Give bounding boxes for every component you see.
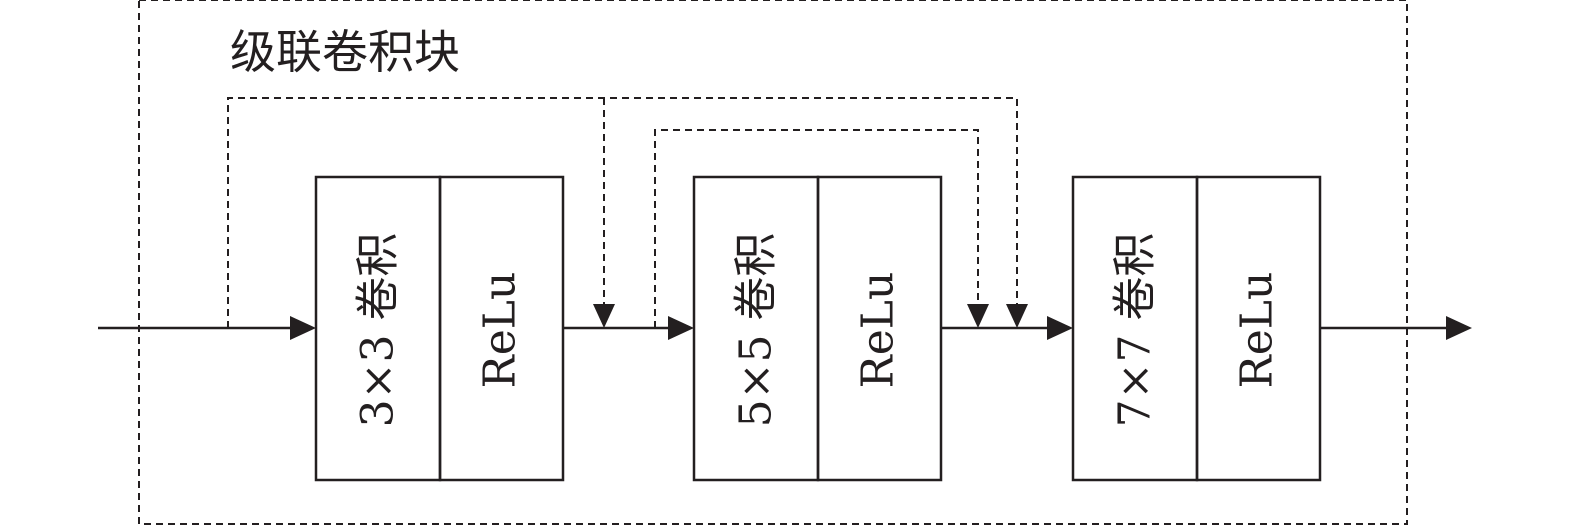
connector-arrowhead-2 bbox=[1047, 316, 1073, 340]
conv-block-2: 5×5 卷积 ReLu bbox=[692, 175, 943, 482]
input-arrowhead bbox=[290, 316, 316, 340]
skip-connection-outer bbox=[227, 97, 1018, 328]
relu-cell-3 bbox=[1195, 175, 1322, 482]
skip-arrowhead-3 bbox=[1006, 304, 1028, 328]
conv-label-3: 7×7 卷积 bbox=[1110, 233, 1161, 428]
relu-label-2: ReLu bbox=[853, 272, 904, 389]
skip-connection-inner bbox=[654, 129, 979, 328]
skip-arrowhead-2 bbox=[967, 304, 989, 328]
relu-label-1: ReLu bbox=[475, 272, 526, 389]
connector-arrowhead-1 bbox=[668, 316, 694, 340]
relu-label-3: ReLu bbox=[1232, 272, 1283, 389]
conv-block-1: 3×3 卷积 ReLu bbox=[314, 175, 565, 482]
conv-label-1: 3×3 卷积 bbox=[353, 233, 404, 428]
conv-block-3: 7×7 卷积 ReLu bbox=[1071, 175, 1322, 482]
cascaded-block-container bbox=[138, 0, 1408, 525]
conv-label-2: 5×5 卷积 bbox=[731, 233, 782, 428]
container-title: 级联卷积块 bbox=[230, 25, 460, 79]
skip-arrowhead-1 bbox=[593, 304, 615, 328]
relu-cell-2 bbox=[816, 175, 943, 482]
relu-cell-1 bbox=[438, 175, 565, 482]
output-arrowhead bbox=[1446, 316, 1472, 340]
